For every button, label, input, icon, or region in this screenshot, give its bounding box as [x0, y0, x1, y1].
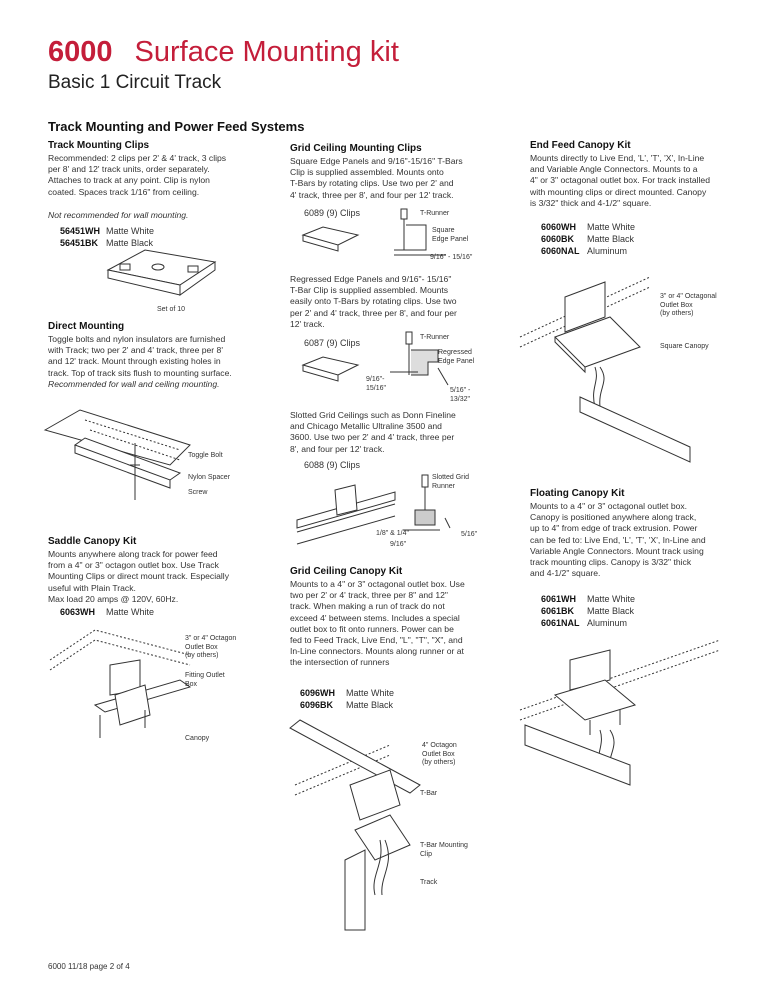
end-feed-body: Mounts directly to Live End, 'L', 'T', '…	[530, 153, 710, 208]
canopy-label: Canopy	[185, 735, 210, 742]
slotted-grid-illustration	[295, 470, 495, 560]
grid-clips-body-2: Regressed Edge Panels and 9/16"- 15/16"T…	[290, 274, 457, 329]
track-clips-note: Not recommended for wall mounting.	[48, 210, 189, 220]
direct-mounting-body: Toggle bolts and nylon insulators are fu…	[48, 334, 232, 378]
direct-mounting-note: Recommended for wall and ceiling mountin…	[48, 379, 220, 389]
saddle-canopy-body: Mounts anywhere along track for power fe…	[48, 549, 230, 604]
dim-label-3: 5/16" -13/32"	[450, 387, 471, 403]
end-feed-heading: End Feed Canopy Kit	[530, 140, 631, 151]
end-feed-illustration	[520, 262, 710, 472]
grid-canopy-illustration	[290, 715, 470, 930]
screw-label: Screw	[188, 489, 208, 496]
nylon-spacer-label: Nylon Spacer	[188, 474, 231, 481]
t-runner-label-2: T-Runner	[420, 334, 450, 341]
track-label: Track	[420, 879, 438, 886]
dim-label-4: 1/8" & 1/4"	[376, 530, 409, 537]
saddle-canopy-heading: Saddle Canopy Kit	[48, 536, 137, 547]
dim-label-2: 9/16"-15/16"	[366, 376, 387, 392]
grid-canopy-heading: Grid Ceiling Canopy Kit	[290, 566, 403, 577]
floating-canopy-heading: Floating Canopy Kit	[530, 488, 625, 499]
regressed-edge-clip-illustration	[298, 330, 498, 400]
dim-label-1: 9/16" - 15/16"	[430, 254, 473, 261]
t-runner-label-1: T-Runner	[420, 210, 450, 217]
t-bar-label: T-Bar	[420, 790, 438, 797]
grid-clips-body-1: Square Edge Panels and 9/16"-15/16" T-Ba…	[290, 156, 463, 200]
grid-canopy-body: Mounts to a 4" or 3" octagonal outlet bo…	[290, 579, 465, 668]
sku-6088: 6088 (9) Clips	[304, 460, 361, 470]
direct-mount-illustration	[40, 405, 190, 505]
model-number: 6000	[48, 36, 113, 68]
dim-label-6: 5/16"	[461, 531, 478, 538]
section-title: Track Mounting and Power Feed Systems	[48, 119, 305, 134]
page-title: 6000 Surface Mounting kit	[48, 36, 399, 69]
page-footer: 6000 11/18 page 2 of 4	[48, 962, 130, 971]
dim-label-5: 9/16"	[390, 541, 407, 548]
toggle-bolt-label: Toggle Bolt	[188, 452, 223, 459]
floating-canopy-body: Mounts to a 4" or 3" octagonal outlet bo…	[530, 501, 706, 579]
grid-clips-body-3: Slotted Grid Ceilings such as Donn Finel…	[290, 410, 456, 454]
track-clips-heading: Track Mounting Clips	[48, 140, 150, 151]
direct-mounting-heading: Direct Mounting	[48, 321, 125, 332]
sku-6087: 6087 (9) Clips	[304, 338, 361, 348]
grid-clips-heading: Grid Ceiling Mounting Clips	[290, 143, 422, 154]
page-subtitle: Basic 1 Circuit Track	[48, 72, 222, 93]
track-clips-body: Recommended: 2 clips per 2' & 4' track, …	[48, 153, 227, 197]
track-clips-caption: Set of 10	[157, 306, 186, 313]
title-text: Surface Mounting kit	[134, 36, 399, 68]
mounting-clip-illustration	[100, 240, 225, 305]
floating-canopy-illustration	[520, 635, 720, 810]
sku-6089: 6089 (9) Clips	[304, 208, 361, 218]
square-edge-clip-illustration	[298, 205, 498, 265]
saddle-canopy-illustration	[50, 620, 190, 745]
square-canopy-label: Square Canopy	[660, 343, 709, 350]
